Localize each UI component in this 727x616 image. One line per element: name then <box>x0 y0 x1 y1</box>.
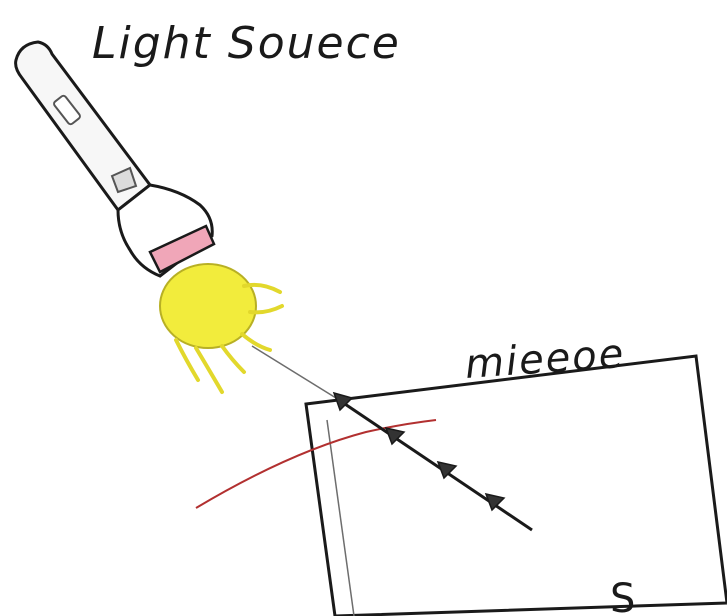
torch-lens-glow <box>159 263 257 349</box>
torch-clip <box>110 166 138 194</box>
ray-arrow-2 <box>384 426 406 446</box>
ray-arrows <box>332 391 506 512</box>
torch-band <box>148 224 216 274</box>
incident-ray-faint <box>251 345 337 399</box>
torch-switch <box>53 94 81 126</box>
reflection-curve <box>195 419 437 509</box>
torch <box>14 40 284 394</box>
mirror-label: mieeoe <box>463 331 626 388</box>
ray-arrow-3 <box>436 460 458 480</box>
light-rays <box>174 282 284 394</box>
partial-label: S <box>610 576 635 616</box>
mirror-outline <box>304 354 727 616</box>
ray-arrow-4 <box>484 492 506 512</box>
incident-ray <box>335 396 533 532</box>
ray-arrow-1 <box>332 391 354 412</box>
light-source-label: Light Souece <box>92 18 401 69</box>
torch-handle <box>14 40 153 213</box>
mirror-inner-edge <box>326 419 355 616</box>
